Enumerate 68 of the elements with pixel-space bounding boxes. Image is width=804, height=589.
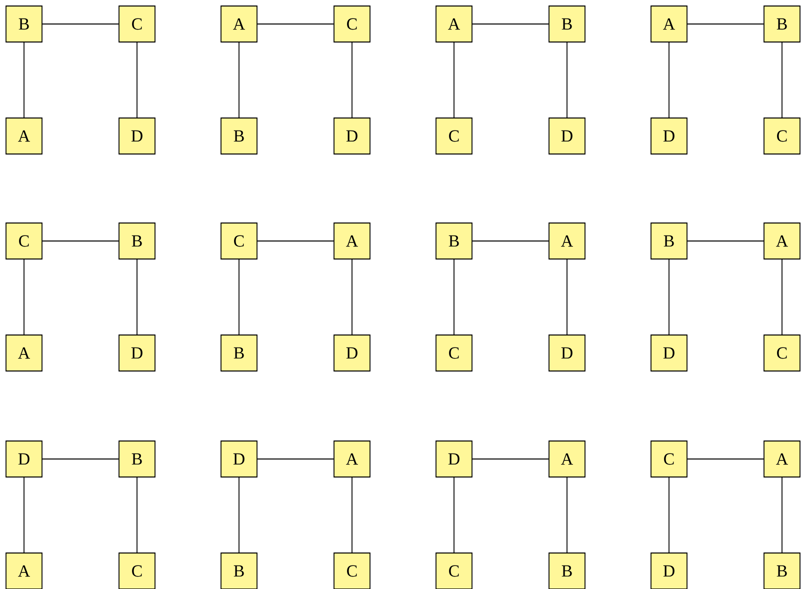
letter-box: B xyxy=(118,222,156,260)
letter-box: C xyxy=(118,552,156,589)
letter-box: A xyxy=(6,334,42,372)
letter-box: D xyxy=(118,118,156,154)
letter-box: A xyxy=(6,118,42,154)
letter-box: B xyxy=(220,118,258,154)
letter-box: C xyxy=(436,334,472,372)
connector-line xyxy=(472,458,549,460)
letter-box: B xyxy=(764,552,800,589)
connector-line xyxy=(472,240,549,242)
letter-box: C xyxy=(436,552,472,589)
connector-line xyxy=(566,259,568,335)
letter-box: A xyxy=(436,6,472,42)
connector-line xyxy=(136,42,138,118)
letter-box: D xyxy=(650,118,688,154)
letter-box: C xyxy=(220,222,258,260)
connector-line xyxy=(566,42,568,118)
letter-box: B xyxy=(764,6,800,42)
connector-line xyxy=(668,259,670,335)
letter-box: D xyxy=(6,440,42,478)
letter-box: A xyxy=(650,6,688,42)
connector-line xyxy=(566,477,568,553)
connector-line xyxy=(257,458,334,460)
connector-line xyxy=(42,240,119,242)
letter-box: B xyxy=(118,440,156,478)
connector-line xyxy=(257,240,334,242)
letter-box: A xyxy=(6,552,42,589)
letter-box: D xyxy=(118,334,156,372)
connector-line xyxy=(136,477,138,553)
connector-line xyxy=(238,477,240,553)
letter-box: C xyxy=(764,334,800,372)
letter-box: B xyxy=(650,222,688,260)
letter-box: A xyxy=(334,440,370,478)
letter-box: B xyxy=(220,334,258,372)
connector-line xyxy=(668,477,670,553)
letter-box: A xyxy=(764,440,800,478)
connector-line xyxy=(238,42,240,118)
letter-box: A xyxy=(548,222,586,260)
letter-box: C xyxy=(436,118,472,154)
letter-box: D xyxy=(334,334,370,372)
letter-box: B xyxy=(548,552,586,589)
letter-box: D xyxy=(436,440,472,478)
letter-box: B xyxy=(548,6,586,42)
letter-box: B xyxy=(436,222,472,260)
letter-box: D xyxy=(334,118,370,154)
letter-box: D xyxy=(220,440,258,478)
connector-line xyxy=(136,259,138,335)
letter-box: D xyxy=(650,334,688,372)
letter-box: A xyxy=(334,222,370,260)
letter-box: C xyxy=(334,552,370,589)
connector-line xyxy=(42,458,119,460)
letter-box: A xyxy=(220,6,258,42)
letter-box: C xyxy=(650,440,688,478)
connector-line xyxy=(687,458,764,460)
connector-line xyxy=(687,240,764,242)
letter-box: B xyxy=(6,6,42,42)
letter-box: A xyxy=(548,440,586,478)
connector-line xyxy=(238,259,240,335)
connector-line xyxy=(668,42,670,118)
letter-box: C xyxy=(334,6,370,42)
letter-box: D xyxy=(548,334,586,372)
letter-box: D xyxy=(548,118,586,154)
letter-box: D xyxy=(650,552,688,589)
letter-box: A xyxy=(764,222,800,260)
letter-box: C xyxy=(118,6,156,42)
letter-box: C xyxy=(6,222,42,260)
letter-box: C xyxy=(764,118,800,154)
letter-box: B xyxy=(220,552,258,589)
